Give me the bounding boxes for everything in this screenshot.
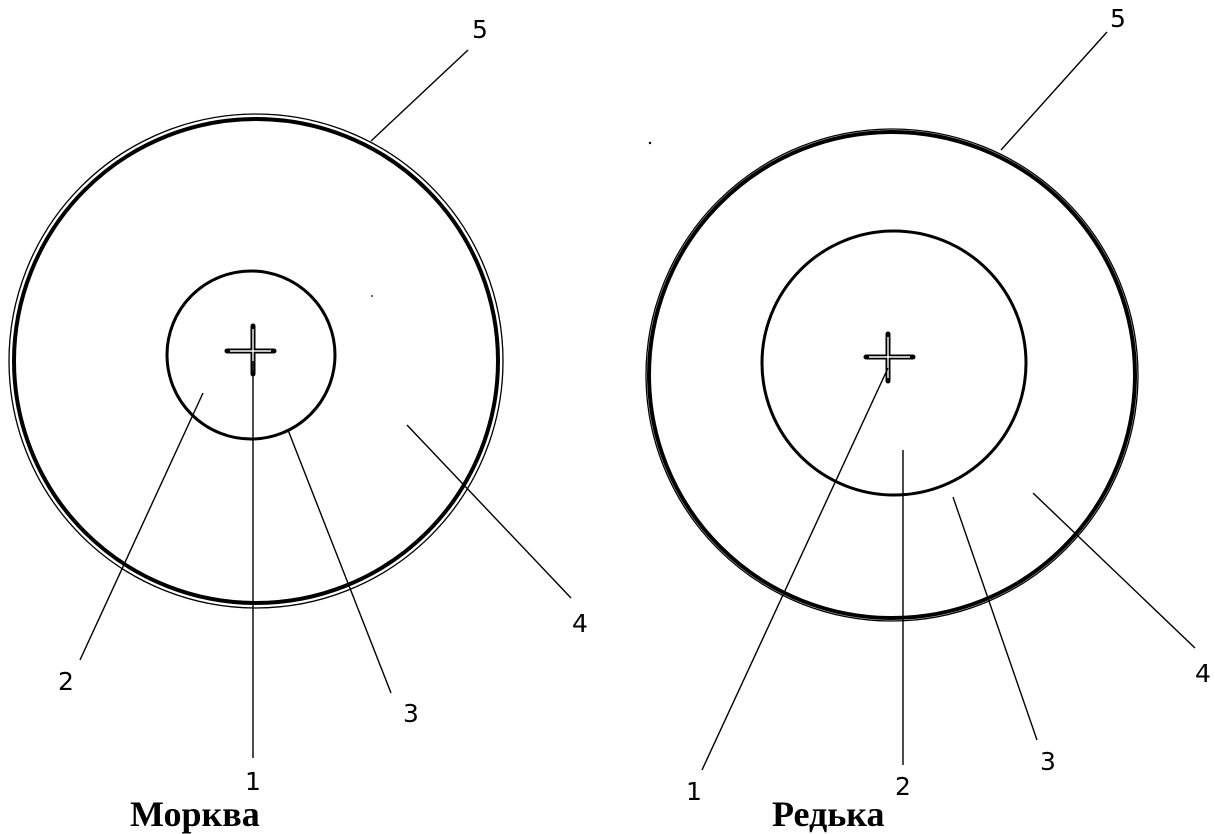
carrot-core-boundary xyxy=(165,269,337,441)
radish-outer-boundary xyxy=(647,130,1137,620)
speck xyxy=(648,141,652,145)
carrot-skin-ring xyxy=(8,113,504,609)
radish-leader-1 xyxy=(701,367,889,771)
radish-caption: Редька xyxy=(772,794,884,834)
radish-skin-ring xyxy=(645,128,1139,622)
carrot-caption: Морква xyxy=(130,794,260,834)
radish-leader-5 xyxy=(1000,31,1108,151)
speck xyxy=(371,295,373,297)
radish-center-cross-icon xyxy=(863,331,916,384)
carrot-leader-3 xyxy=(287,429,392,694)
carrot-outer-boundary xyxy=(12,117,500,605)
carrot-leader-4 xyxy=(406,424,572,599)
radish-cross-section: 1 2 3 4 5 Редька xyxy=(645,4,1211,834)
carrot-label-2: 2 xyxy=(58,667,74,696)
radish-label-4: 4 xyxy=(1195,659,1211,688)
carrot-center-cross-icon xyxy=(224,323,277,377)
radish-label-5: 5 xyxy=(1110,4,1126,33)
radish-core-boundary xyxy=(760,229,1028,497)
radish-leader-4 xyxy=(1032,492,1196,649)
radish-label-1: 1 xyxy=(686,777,702,806)
carrot-label-4: 4 xyxy=(572,609,588,638)
carrot-label-1: 1 xyxy=(245,767,261,796)
carrot-label-3: 3 xyxy=(403,699,419,728)
radish-label-3: 3 xyxy=(1040,747,1056,776)
radish-label-2: 2 xyxy=(895,772,911,801)
carrot-leader-5 xyxy=(370,49,469,142)
carrot-leader-2 xyxy=(79,392,204,661)
carrot-label-5: 5 xyxy=(472,15,488,44)
carrot-cross-section: 1 2 3 4 5 Морква xyxy=(8,15,588,834)
radish-leader-3 xyxy=(952,496,1038,741)
